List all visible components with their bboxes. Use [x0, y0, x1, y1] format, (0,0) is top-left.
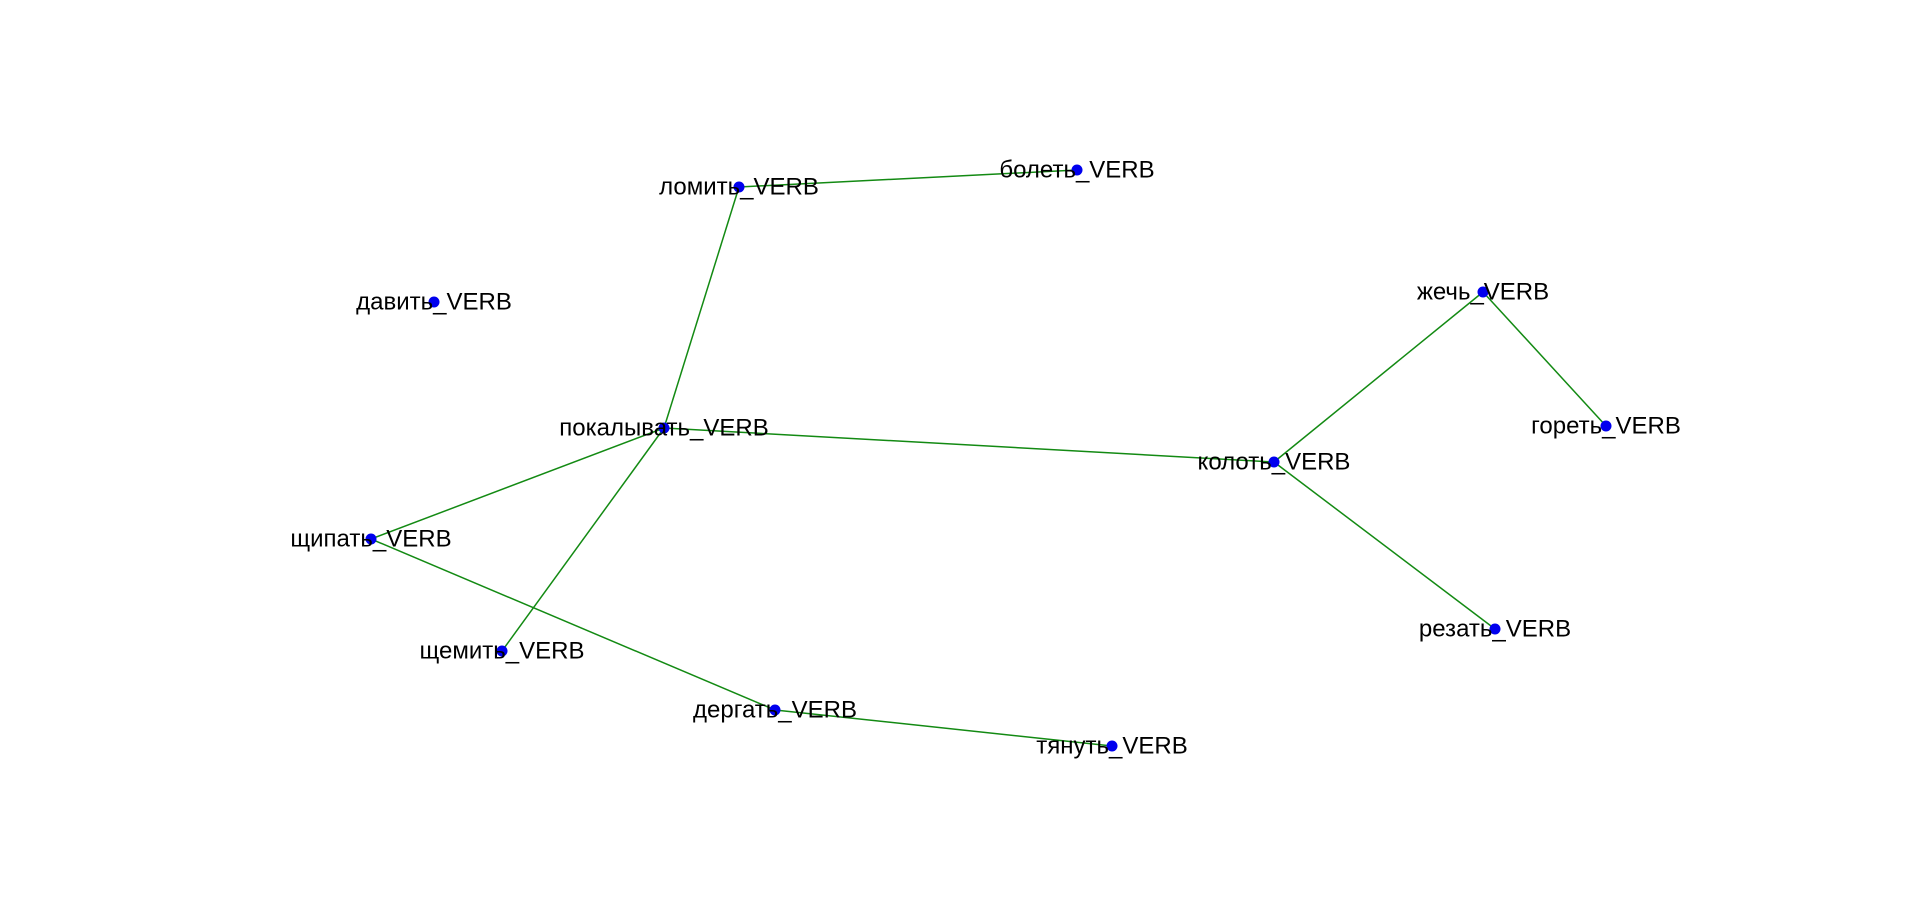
node-rezat: резать_VERB	[1419, 615, 1571, 642]
node-label: гореть_VERB	[1531, 412, 1681, 439]
edge-pokalyvat-kolot	[663, 427, 1275, 463]
node-label: болеть_VERB	[999, 156, 1154, 183]
node-shchipat: щипать_VERB	[290, 525, 451, 552]
node-lomit: ломить_VERB	[659, 173, 819, 200]
node-pokalyvat: покалывать_VERB	[559, 414, 768, 441]
node-dot	[1600, 420, 1612, 432]
edge-lomit-pokalyvat	[663, 186, 740, 429]
edges-layer	[370, 169, 1607, 747]
node-goret: гореть_VERB	[1531, 412, 1681, 439]
edge-pokalyvat-shchipat	[370, 427, 665, 540]
node-label: дергать_VERB	[693, 696, 857, 723]
edge-zhech-goret	[1482, 291, 1607, 427]
node-label: колоть_VERB	[1198, 448, 1351, 475]
node-dot	[365, 533, 377, 545]
node-dot	[496, 645, 508, 657]
node-label: покалывать_VERB	[559, 414, 768, 441]
edge-pokalyvat-shchemit	[501, 427, 665, 652]
node-dergat: дергать_VERB	[693, 696, 857, 723]
edge-shchipat-dergat	[370, 538, 776, 711]
nodes-layer: ломить_VERB болеть_VERB давить_VERB жечь_VE…	[290, 156, 1680, 759]
node-dot	[1106, 740, 1118, 752]
node-label: жечь_VERB	[1417, 278, 1549, 305]
node-label: давить_VERB	[356, 288, 512, 315]
node-label: тянуть_VERB	[1036, 732, 1187, 759]
edge-kolot-zhech	[1273, 291, 1484, 463]
node-dot	[1489, 623, 1501, 635]
node-label: щипать_VERB	[290, 525, 451, 552]
node-bolet: болеть_VERB	[999, 156, 1154, 183]
edge-dergat-tyanut	[774, 709, 1113, 747]
node-kolot: колоть_VERB	[1198, 448, 1351, 475]
node-dot	[1477, 286, 1489, 298]
node-dot	[428, 296, 440, 308]
node-shchemit: щемить_VERB	[420, 637, 585, 664]
node-label: резать_VERB	[1419, 615, 1571, 642]
node-davit: давить_VERB	[356, 288, 512, 315]
node-label: щемить_VERB	[420, 637, 585, 664]
edge-lomit-bolet	[738, 169, 1078, 188]
node-tyanut: тянуть_VERB	[1036, 732, 1187, 759]
node-dot	[733, 181, 745, 193]
node-label: ломить_VERB	[659, 173, 819, 200]
edge-kolot-rezat	[1273, 461, 1496, 630]
node-zhech: жечь_VERB	[1417, 278, 1549, 305]
node-dot	[658, 422, 670, 434]
node-dot	[1268, 456, 1280, 468]
node-dot	[769, 704, 781, 716]
node-dot	[1071, 164, 1083, 176]
